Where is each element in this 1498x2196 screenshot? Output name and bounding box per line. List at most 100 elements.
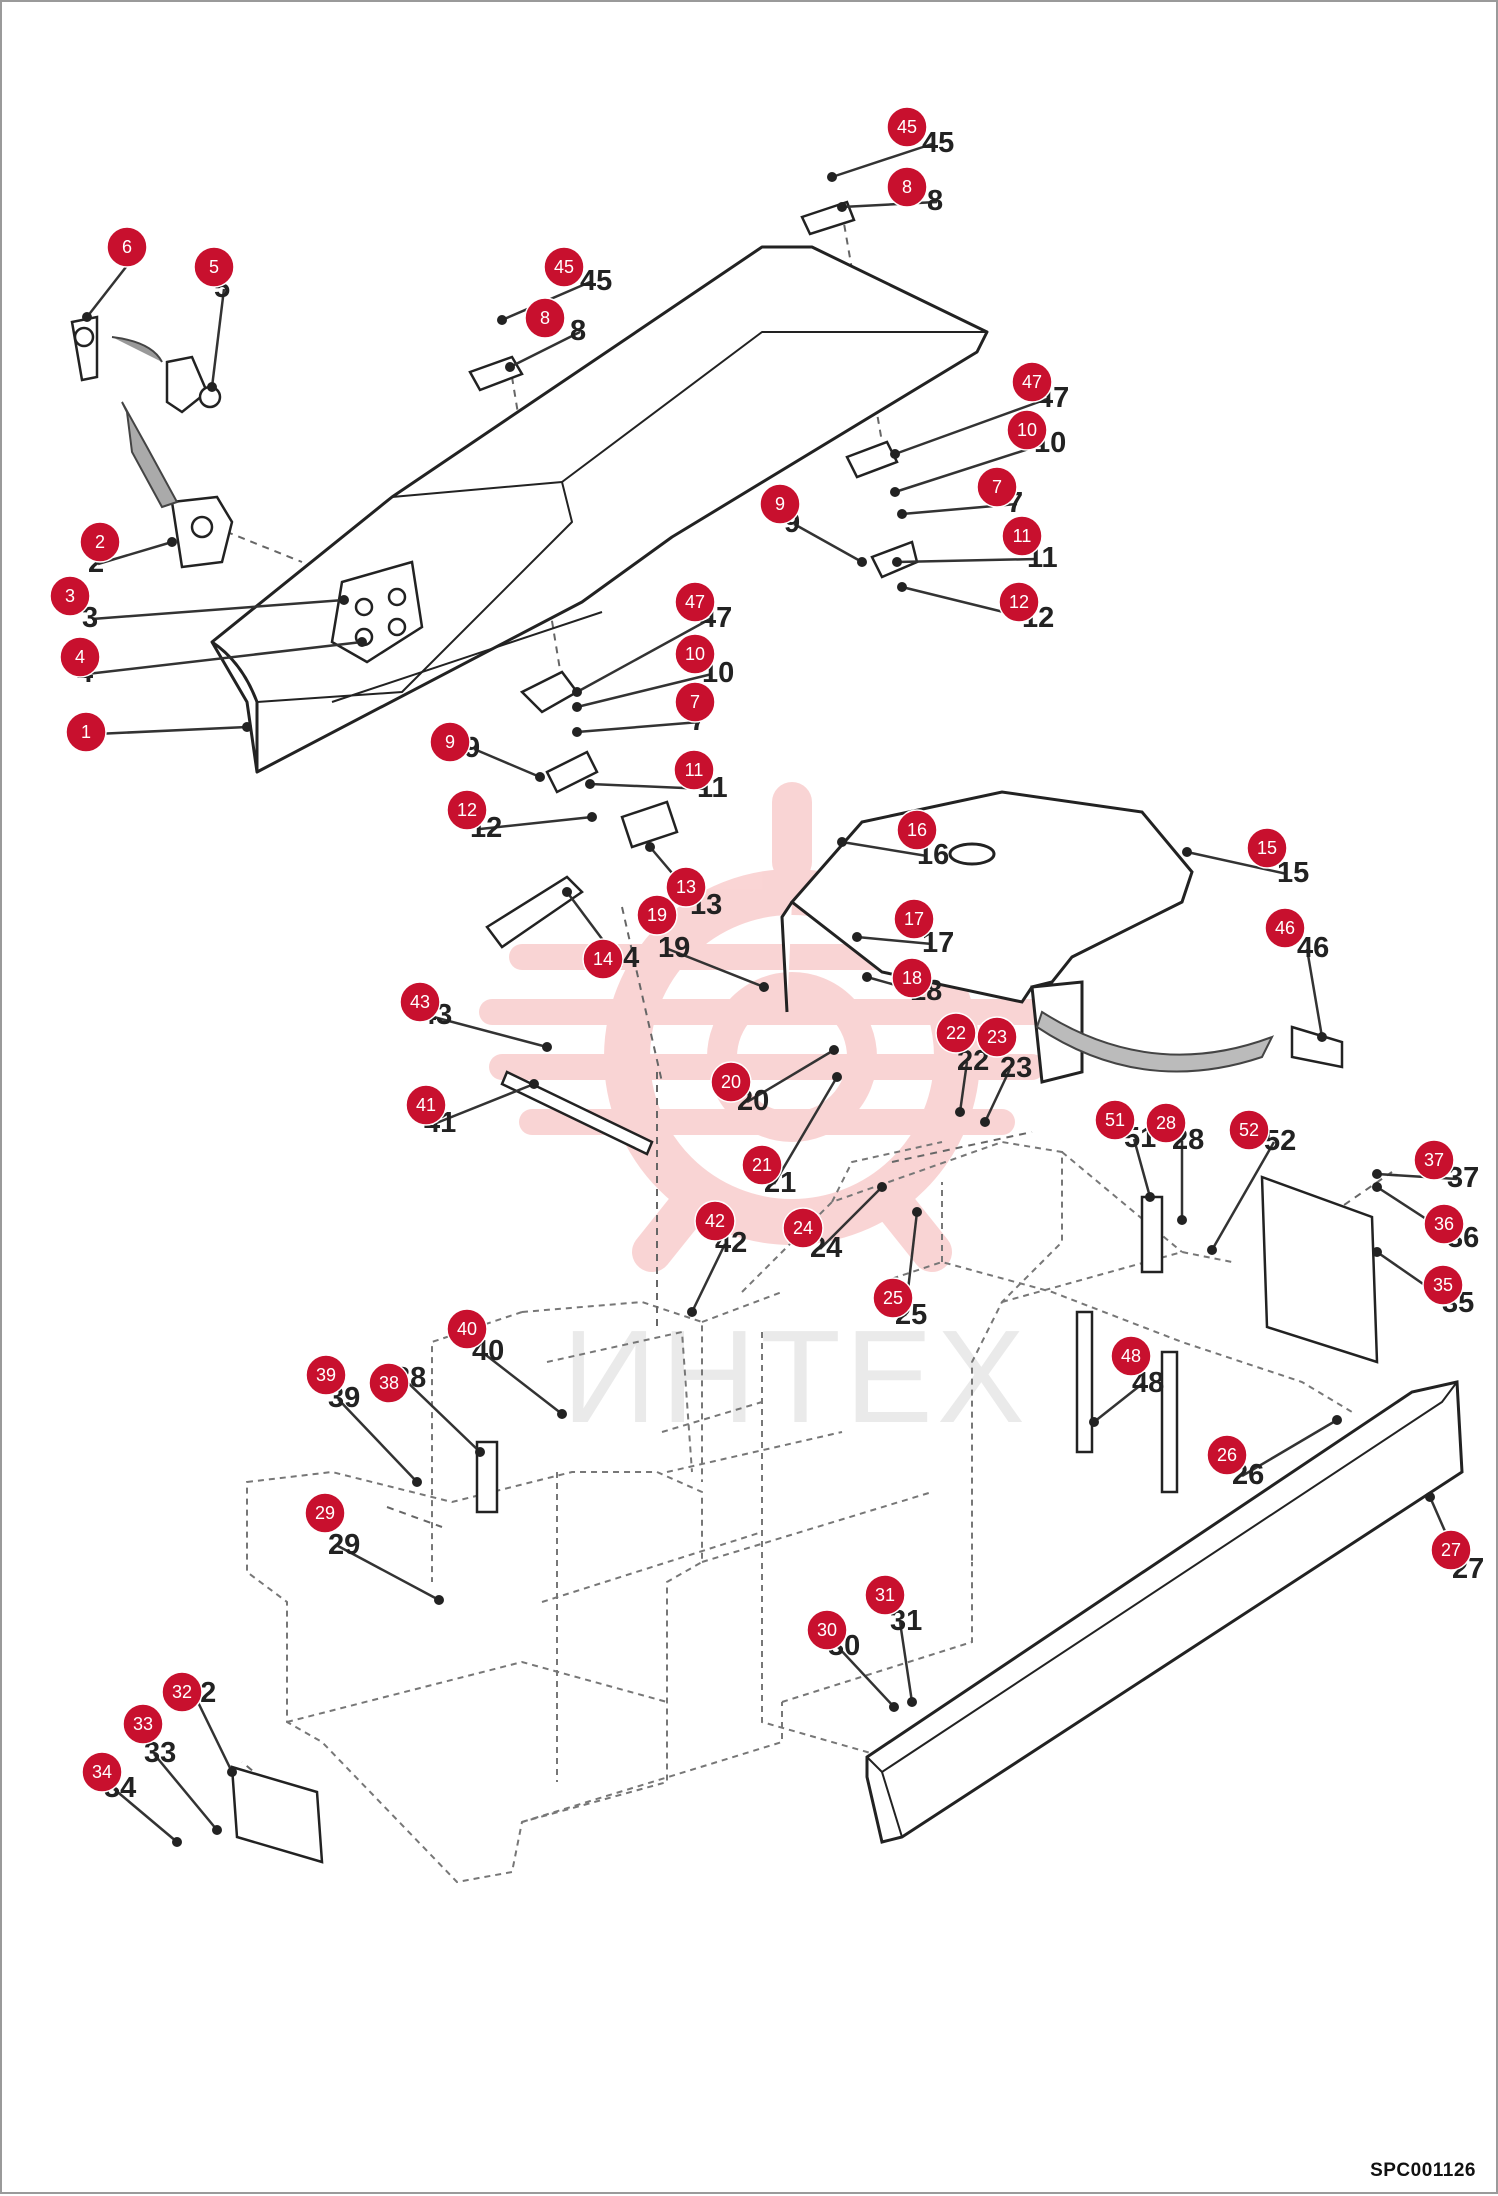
leader-line: [894, 397, 1048, 456]
callout-1: 11: [65, 711, 252, 753]
callout-badge: [886, 166, 928, 208]
arrow-tank: [1035, 1010, 1275, 1073]
callout-badge: [106, 226, 148, 268]
callout-number: 5: [209, 257, 219, 277]
callout-number: 22: [946, 1023, 966, 1043]
callout-14: 1414: [562, 887, 639, 980]
callout-badge: [665, 866, 707, 908]
reference-number: 15: [1277, 857, 1309, 889]
leader-dot: [1425, 1492, 1435, 1502]
reference-number: 8: [927, 185, 943, 217]
callout-badge: [741, 1144, 783, 1186]
leader-dot: [832, 1072, 842, 1082]
leader-dot: [759, 982, 769, 992]
callout-number: 46: [1275, 918, 1295, 938]
callout-7: 77: [897, 466, 1023, 519]
arrow-keys: [111, 336, 163, 363]
leader-line: [429, 1014, 548, 1049]
leader-dot: [889, 1702, 899, 1712]
callout-8: 88: [505, 297, 586, 372]
callout-number: 27: [1441, 1540, 1461, 1560]
callout-number: 13: [676, 877, 696, 897]
callout-number: 45: [897, 117, 917, 137]
callout-badge: [710, 1061, 752, 1103]
leader-line: [433, 1082, 535, 1126]
leader-dot: [912, 1207, 922, 1217]
callout-number: 20: [721, 1072, 741, 1092]
callout-number: 18: [902, 968, 922, 988]
leader-dot: [1332, 1415, 1342, 1425]
callout-badge: [1006, 409, 1048, 451]
leader-line: [1093, 1383, 1143, 1423]
leader-line: [210, 288, 226, 388]
leader-line: [91, 598, 345, 621]
leader-line: [576, 720, 701, 734]
leader-line: [576, 672, 713, 709]
leader-dot: [837, 837, 847, 847]
callout-number: 8: [902, 177, 912, 197]
leader-line: [841, 840, 928, 858]
leader-dot: [572, 727, 582, 737]
callout-badge: [1145, 1102, 1187, 1144]
callout-badge: [405, 1084, 447, 1126]
leader-line: [337, 1544, 440, 1602]
callout-number: 36: [1434, 1214, 1454, 1234]
leader-dot: [497, 315, 507, 325]
callout-number: 41: [416, 1095, 436, 1115]
callout-number: 7: [690, 692, 700, 712]
callout-badge: [305, 1354, 347, 1396]
leader-dot: [227, 1767, 237, 1777]
reference-number: 3: [82, 602, 98, 634]
leader-dot: [212, 1825, 222, 1835]
callout-badge: [65, 711, 107, 753]
callout-badge: [872, 1277, 914, 1319]
leader-dot: [857, 557, 867, 567]
callout-badge: [304, 1492, 346, 1534]
leader-dot: [412, 1477, 422, 1487]
callout-number: 37: [1424, 1150, 1444, 1170]
callout-number: 11: [1013, 526, 1032, 546]
reference-number: 29: [328, 1529, 360, 1561]
leader-line: [479, 815, 593, 831]
leader-dot: [572, 687, 582, 697]
callout-number: 23: [987, 1027, 1007, 1047]
callout-number: 19: [647, 905, 667, 925]
leader-line: [481, 1351, 563, 1415]
callout-number: 9: [445, 732, 455, 752]
callout-number: 35: [1433, 1275, 1453, 1295]
callout-badge: [673, 749, 715, 791]
reference-number: 45: [922, 127, 954, 159]
leader-dot: [475, 1447, 485, 1457]
callout-badge: [79, 521, 121, 563]
leader-line: [403, 1378, 481, 1453]
callout-badge: [1011, 361, 1053, 403]
callout-number: 2: [95, 532, 105, 552]
callout-badge: [935, 1012, 977, 1054]
leader-line: [1186, 850, 1288, 876]
leader-dot: [829, 1045, 839, 1055]
leader-dot: [890, 449, 900, 459]
callout-number: 40: [457, 1319, 477, 1339]
leader-dot: [877, 1182, 887, 1192]
callout-number: 30: [817, 1620, 837, 1640]
callout-number: 11: [685, 760, 704, 780]
leader-line: [837, 1646, 895, 1708]
callout-badge: [1430, 1529, 1472, 1571]
callout-number: 52: [1239, 1120, 1259, 1140]
leader-dot: [862, 972, 872, 982]
